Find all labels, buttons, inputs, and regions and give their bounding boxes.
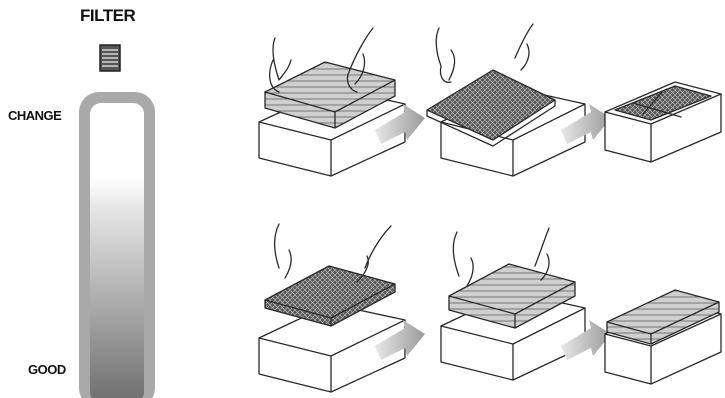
step-1-lift-filter [259, 28, 405, 176]
hand-icon [453, 232, 473, 286]
filter-status-gauge [77, 90, 157, 398]
hand-icon [436, 28, 454, 82]
filter-replacement-instructions [245, 0, 725, 398]
gauge-inner-fill [90, 103, 144, 398]
filter-indicator-icon [99, 44, 121, 72]
good-label: GOOD [28, 362, 66, 377]
hand-icon [275, 224, 292, 278]
hand-icon [515, 24, 533, 70]
step-5-press-filter [441, 228, 585, 380]
step-4-insert-filter [259, 224, 405, 392]
hand-icon [357, 226, 391, 282]
step-6-filter-installed [605, 290, 721, 384]
filter-title: FILTER [80, 6, 135, 26]
step-3-empty-box [605, 82, 721, 162]
change-label: CHANGE [8, 108, 61, 123]
step-2-remove-filter [427, 24, 585, 176]
